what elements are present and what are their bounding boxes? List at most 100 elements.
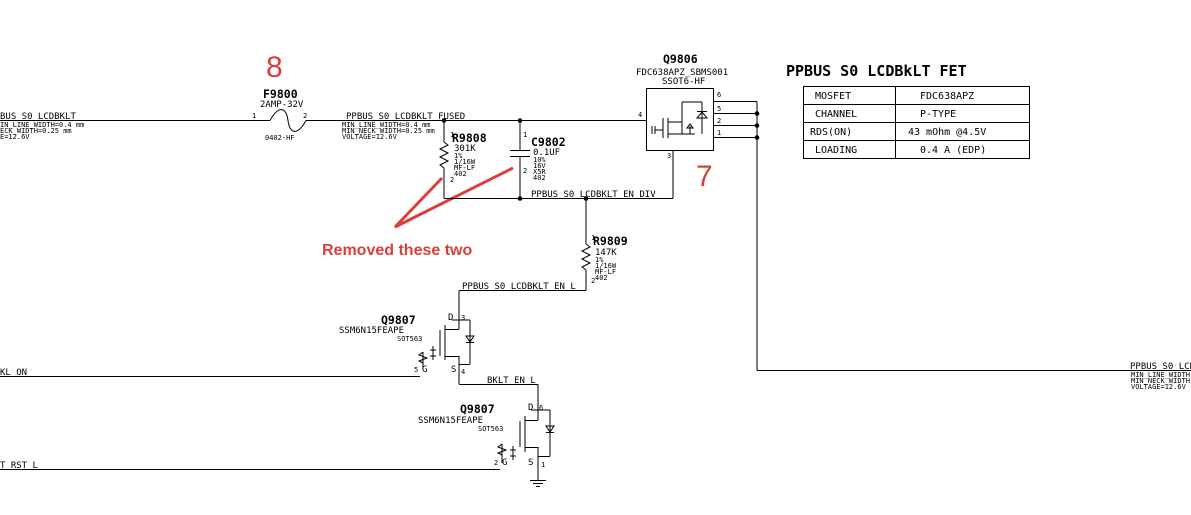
q9806-package: SSOT6-HF (662, 77, 705, 87)
net-notes-left-input: IN_LINE_WIDTH=0.4 mm ECK_WIDTH=0.25 mm E… (0, 121, 84, 141)
c9802-pin1: 1 (523, 131, 527, 139)
svg-text:MIN_NECK_WIDTH: MIN_NECK_WIDTH (1131, 377, 1190, 385)
annotation-note: Removed these two (322, 242, 472, 259)
fuse-package: 0402-HF (265, 134, 295, 142)
fuse-ref: F9800 (263, 87, 298, 101)
spec-row-mosfet-value: FDC638APZ (920, 91, 974, 102)
svg-text:1/16W: 1/16W (595, 262, 617, 270)
q9806-body (646, 88, 714, 151)
spec-row-channel-param: CHANNEL (815, 109, 857, 120)
q9807a-s-label: S (451, 365, 456, 375)
r9808-pin1: 1 (450, 131, 454, 139)
net-label-en-div: PPBUS_S0_LCDBKLT_EN_DIV (531, 190, 656, 200)
q9807a-package: SOT563 (397, 335, 422, 343)
q9807a-s-pin: 4 (461, 368, 465, 376)
q9807b-ref: Q9807 (460, 402, 495, 416)
net-label-kl-on: KL_ON (0, 368, 27, 378)
svg-text:16V: 16V (533, 162, 546, 170)
svg-text:ECK_WIDTH=0.25 mm: ECK_WIDTH=0.25 mm (0, 127, 72, 135)
svg-text:402: 402 (533, 174, 546, 182)
spec-table: MOSFET FDC638APZ CHANNEL P-TYPE RDS(ON) … (803, 86, 1030, 159)
r9809-symbol (580, 243, 592, 271)
svg-text:MIN_LINE_WIDTH: MIN_LINE_WIDTH (1131, 371, 1190, 379)
q9807a-ref: Q9807 (381, 313, 416, 327)
q9807a-d-label: D (448, 313, 453, 323)
svg-text:1: 1 (717, 129, 721, 137)
svg-text:10%: 10% (533, 156, 546, 164)
svg-text:1%: 1% (454, 152, 463, 160)
q9807b-s-label: S (528, 458, 533, 468)
q9807b-d-pin: 6 (539, 404, 543, 412)
r9808-specs: 1% 1/16W MF-LF 402 (454, 152, 476, 178)
svg-text:402: 402 (454, 170, 467, 178)
q9807a-g-pin: 5 (414, 366, 418, 374)
fuse-pin2: 2 (303, 112, 307, 120)
svg-text:MF-LF: MF-LF (595, 268, 616, 276)
spec-row-channel-value: P-TYPE (920, 109, 956, 120)
net-notes-output: MIN_LINE_WIDTH MIN_NECK_WIDTH VOLTAGE=12… (1131, 371, 1190, 391)
annotation-number-8: 8 (266, 51, 283, 84)
q9806-pins-right: 6 5 2 1 (717, 91, 721, 137)
svg-text:2: 2 (717, 117, 721, 125)
spec-row-loading-param: LOADING (815, 145, 857, 156)
net-label-en-l: PPBUS_S0_LCDBKLT_EN_L (462, 282, 576, 292)
fuse-pin1: 1 (252, 112, 256, 120)
svg-text:X5R: X5R (533, 168, 546, 176)
r9809-pin2: 2 (591, 277, 595, 285)
q9806-pin-3: 3 (667, 152, 671, 160)
r9809-ref: R9809 (593, 234, 628, 248)
q9806-fet-symbol (651, 101, 709, 138)
q9807b-g-label: G (502, 458, 507, 468)
q9806-pin-4: 4 (638, 111, 642, 119)
fuse-symbol (269, 109, 307, 132)
net-notes-fused: MIN_LINE_WIDTH=0.4 mm MIN_NECK_WIDTH=0.2… (342, 121, 435, 141)
spec-row-rdson-value: 43 mOhm @4.5V (908, 127, 986, 138)
q9806-drain-bus (713, 101, 760, 371)
ground-symbol (530, 480, 546, 487)
q9807b-part: SSM6N15FEAPE (418, 416, 483, 426)
svg-text:1/16W: 1/16W (454, 158, 476, 166)
net-label-left-input: BUS_S0_LCDBKLT (0, 112, 76, 122)
r9809-specs: 1% 1/16W MF-LF 402 (595, 256, 617, 282)
net-label-output: PPBUS_S0_LCDBK (1130, 362, 1191, 372)
annotation-check-arrow (393, 166, 514, 229)
q9807b-package: SOT563 (478, 425, 503, 433)
r9809-pin1: 1 (591, 234, 595, 242)
q9807b-fet-symbol (496, 402, 555, 480)
annotation-number-7: 7 (696, 160, 713, 193)
svg-text:E=12.6V: E=12.6V (0, 133, 30, 141)
r9809-value: 147K (595, 248, 617, 258)
net-label-fused: PPBUS_S0_LCDBKLT_FUSED (346, 112, 465, 122)
q9807a-d-pin: 3 (461, 314, 465, 322)
spec-row-rdson-param: RDS(ON) (810, 127, 852, 138)
q9807a-part: SSM6N15FEAPE (339, 326, 404, 336)
r9808-value: 301K (454, 144, 476, 154)
q9806-part: FDC638APZ_SBMS001 (636, 68, 728, 78)
svg-text:MIN_LINE_WIDTH=0.4 mm: MIN_LINE_WIDTH=0.4 mm (342, 121, 431, 129)
svg-text:1%: 1% (595, 256, 604, 264)
svg-text:VOLTAGE=12.6V: VOLTAGE=12.6V (342, 133, 398, 141)
q9807a-g-label: G (422, 365, 427, 375)
q9807b-g-pin: 2 (494, 459, 498, 467)
c9802-value: 0.1UF (533, 148, 560, 158)
r9808-symbol (438, 141, 450, 169)
net-label-rst-l: T_RST_L (0, 461, 38, 471)
q9807a-fet-symbol (417, 312, 475, 369)
c9802-pin2: 2 (523, 167, 527, 175)
q9807b-d-label: D (528, 403, 533, 413)
fuse-value: 2AMP-32V (260, 100, 304, 110)
diagram-title: PPBUS S0 LCDBkLT FET (786, 62, 967, 80)
svg-text:402: 402 (595, 274, 608, 282)
r9808-ref: R9808 (452, 131, 487, 145)
spec-row-mosfet-param: MOSFET (815, 91, 851, 102)
svg-text:VOLTAGE=12.6V: VOLTAGE=12.6V (1131, 383, 1187, 391)
c9802-ref: C9802 (531, 135, 566, 149)
net-label-bklt-en-l: BKLT_EN_L (487, 376, 536, 386)
svg-text:IN_LINE_WIDTH=0.4 mm: IN_LINE_WIDTH=0.4 mm (0, 121, 84, 129)
q9806-ref: Q9806 (663, 52, 698, 66)
svg-text:5: 5 (717, 105, 721, 113)
svg-text:MIN_NECK_WIDTH=0.25 mm: MIN_NECK_WIDTH=0.25 mm (342, 127, 435, 135)
svg-text:MF-LF: MF-LF (454, 164, 475, 172)
spec-row-loading-value: 0.4 A (EDP) (920, 145, 986, 156)
